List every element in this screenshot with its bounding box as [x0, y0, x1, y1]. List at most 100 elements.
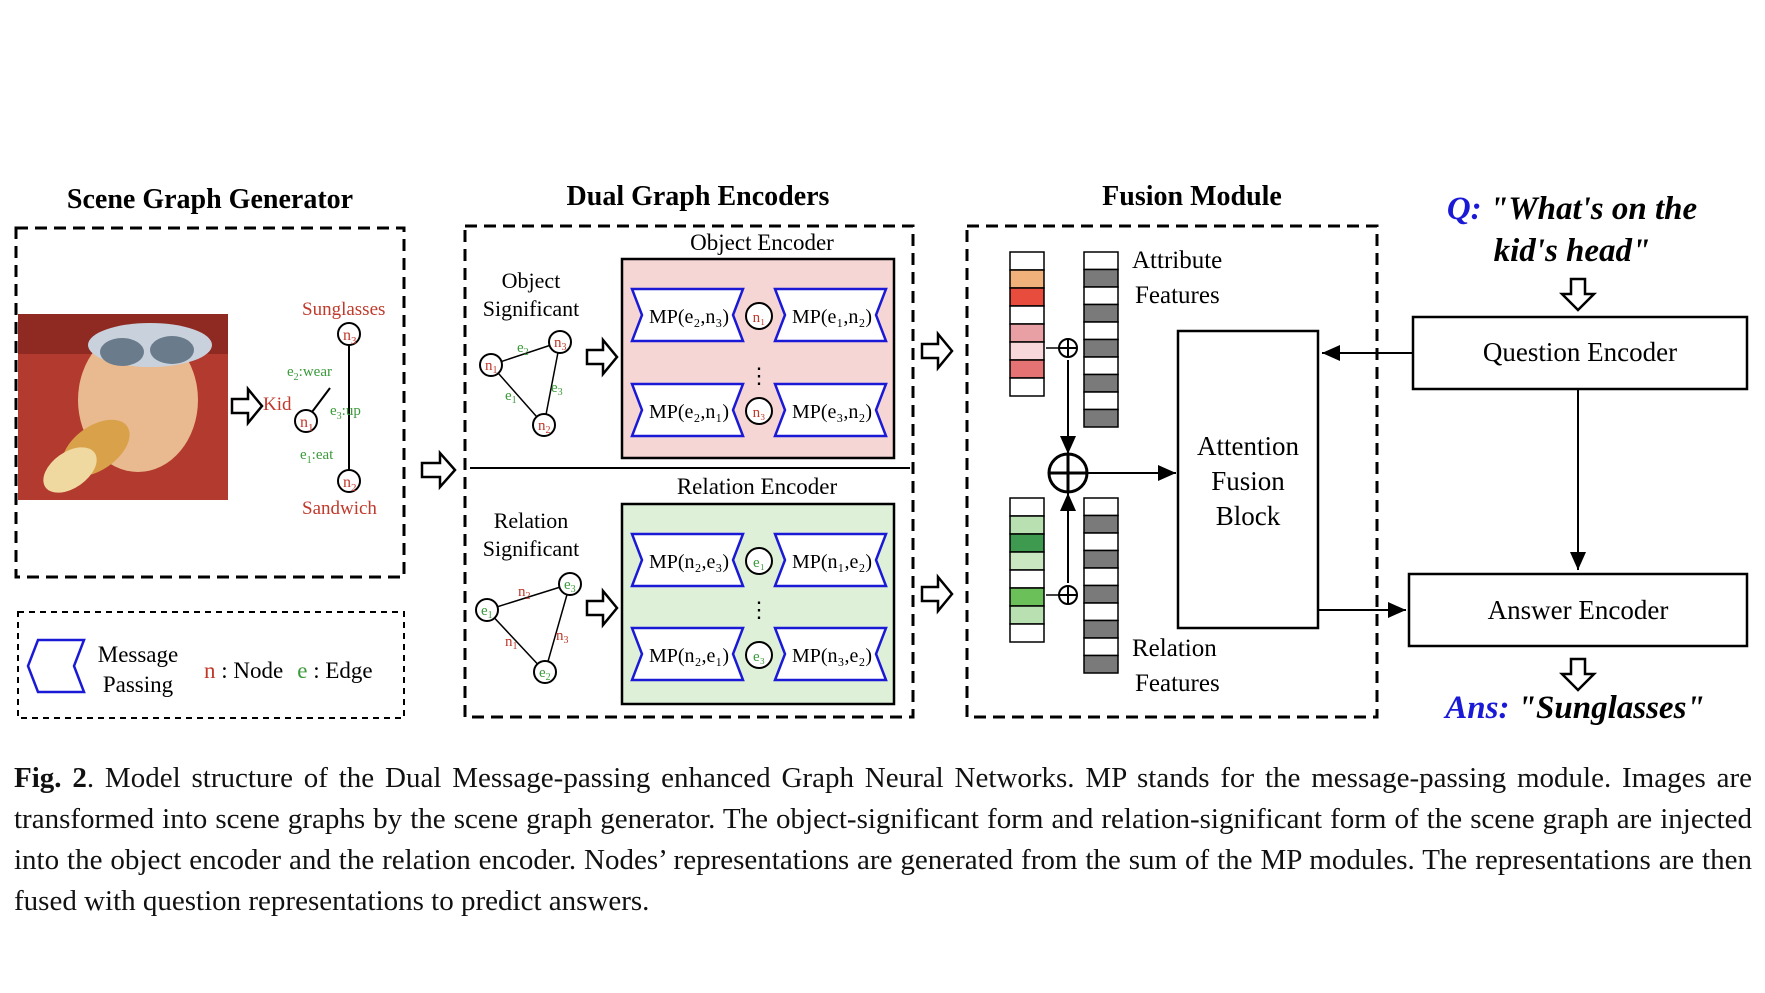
answer-text: Ans: "Sunglasses": [1443, 690, 1705, 726]
scene-graph-generator-title: Scene Graph Generator: [67, 184, 353, 215]
feature-cell: [1009, 305, 1045, 325]
attribute-features-line1: Attribute: [1132, 247, 1222, 274]
mp-label: MP(e₂,n₃): [649, 306, 729, 328]
object-encoder-title: Object Encoder: [690, 230, 834, 255]
feature-cell: [1083, 251, 1119, 271]
mp-label: MP(n₂,e₁): [649, 645, 729, 667]
generator-to-encoders-arrow: [420, 449, 457, 491]
scene-node-n1-id: n1: [300, 414, 314, 434]
object-input-arrow: [585, 336, 619, 378]
feature-cell: [1083, 567, 1119, 587]
mp-label: MP(n₂,e₃): [649, 551, 729, 573]
feature-cell: [1083, 514, 1119, 534]
feature-cell: [1009, 377, 1045, 397]
feature-cell: [1083, 549, 1119, 569]
relation-colored-vector: [1009, 497, 1045, 643]
fusion-panel: [965, 224, 1379, 719]
scene-node-n3-id: n3: [343, 327, 357, 347]
mp-module: [773, 287, 888, 343]
scene-node-n3: [337, 322, 361, 346]
scene-node-n2-id: n2: [343, 474, 357, 494]
scene-node-n1: [294, 409, 318, 433]
feature-cell: [1083, 268, 1119, 288]
attention-fusion-block: [1176, 329, 1320, 630]
legend-box: [17, 611, 405, 719]
mp-label: MP(e₃,n₂): [792, 401, 872, 423]
object-significant-line1: Object: [502, 268, 561, 293]
feature-cell: [1009, 569, 1045, 589]
feature-cell: [1009, 287, 1045, 307]
relation-ellipsis: ⋮: [748, 597, 770, 622]
feature-cell: [1009, 269, 1045, 289]
caption-text: . Model structure of the Dual Message-pa…: [14, 762, 1752, 917]
feature-cell: [1083, 356, 1119, 376]
feature-cell: [1083, 532, 1119, 552]
feature-cell: [1083, 303, 1119, 323]
feature-cell: [1083, 286, 1119, 306]
feature-cell: [1083, 321, 1119, 341]
attribute-gray-vector: [1083, 251, 1119, 428]
mp-label: MP(e₂,n₁): [649, 401, 729, 423]
object-significant-line2: Significant: [483, 296, 580, 321]
mp-node-label: e₁: [753, 555, 765, 571]
relation-plus-icon: [1058, 585, 1078, 605]
relation-mp-row-2: MP(n₂,e₁) e₃ MP(n₃,e₂): [630, 626, 888, 682]
relation-mp-row-1: MP(n₂,e₃) e₁ MP(n₁,e₂): [630, 532, 888, 588]
relation-input-arrow: [585, 587, 619, 629]
feature-cell: [1083, 602, 1119, 622]
feature-cell: [1083, 408, 1119, 428]
relation-encoder-title: Relation Encoder: [677, 474, 838, 499]
kid-label: Kid: [263, 394, 292, 415]
model-diagram: Scene Graph Generator Dual Graph Encoder…: [14, 181, 1749, 726]
edge-e1-eat: e1:eat: [300, 447, 334, 466]
mp-module: [773, 626, 888, 682]
relation-to-fusion-arrow: [920, 573, 954, 615]
mp-node: [745, 302, 773, 330]
mp-label: MP(n₁,e₂): [792, 551, 872, 573]
attribute-features-line2: Features: [1135, 282, 1220, 309]
svg-text:e2: e2: [539, 665, 551, 683]
edge-e2-wear: e2:wear: [287, 364, 332, 383]
attention-fusion-line2: Fusion: [1211, 466, 1285, 496]
svg-text:e1: e1: [481, 603, 493, 621]
figure-caption: Fig. 2. Model structure of the Dual Mess…: [14, 758, 1752, 922]
sum-plus-icon: [1047, 452, 1089, 494]
dual-encoders-panel: [463, 224, 915, 719]
feature-cell: [1009, 323, 1045, 343]
relation-features-line1: Relation: [1132, 635, 1217, 662]
mp-label: MP(e₁,n₂): [792, 306, 872, 328]
edge-e3-up: e3:up: [330, 403, 361, 422]
scene-graph: n3 n1 n2 Sunglasses Kid Sandwich e2:wear…: [263, 299, 385, 519]
caption-label: Fig. 2: [14, 762, 87, 794]
question-encoder-label: Question Encoder: [1483, 337, 1677, 367]
sunglasses-label: Sunglasses: [302, 299, 385, 320]
attribute-colored-vector: [1009, 251, 1045, 397]
mp-module: [630, 382, 745, 438]
feature-cell: [1009, 497, 1045, 517]
feature-cell: [1083, 391, 1119, 411]
feature-cell: [1009, 605, 1045, 625]
feature-cell: [1009, 623, 1045, 643]
mp-module: [630, 287, 745, 343]
feature-cell: [1083, 338, 1119, 358]
attribute-plus-icon: [1058, 338, 1078, 358]
relation-significant-line1: Relation: [494, 508, 569, 533]
feature-cell: [1083, 584, 1119, 604]
mp-label: MP(n₃,e₂): [792, 645, 872, 667]
feature-cell: [1009, 341, 1045, 361]
scene-node-n2: [337, 469, 361, 493]
feature-cell: [1009, 587, 1045, 607]
mp-node: [745, 641, 773, 669]
mp-module: [773, 532, 888, 588]
mp-node-label: n₁: [753, 310, 766, 326]
mp-node: [745, 547, 773, 575]
dual-graph-encoders-title: Dual Graph Encoders: [567, 181, 830, 212]
attention-fusion-line1: Attention: [1197, 431, 1299, 461]
mp-node-label: n₃: [753, 405, 766, 421]
scene-graph-panel: [14, 226, 406, 579]
relation-significant-line2: Significant: [483, 536, 580, 561]
question-down-arrow: [1558, 277, 1598, 312]
feature-cell: [1083, 654, 1119, 674]
svg-text:e3: e3: [551, 380, 563, 398]
